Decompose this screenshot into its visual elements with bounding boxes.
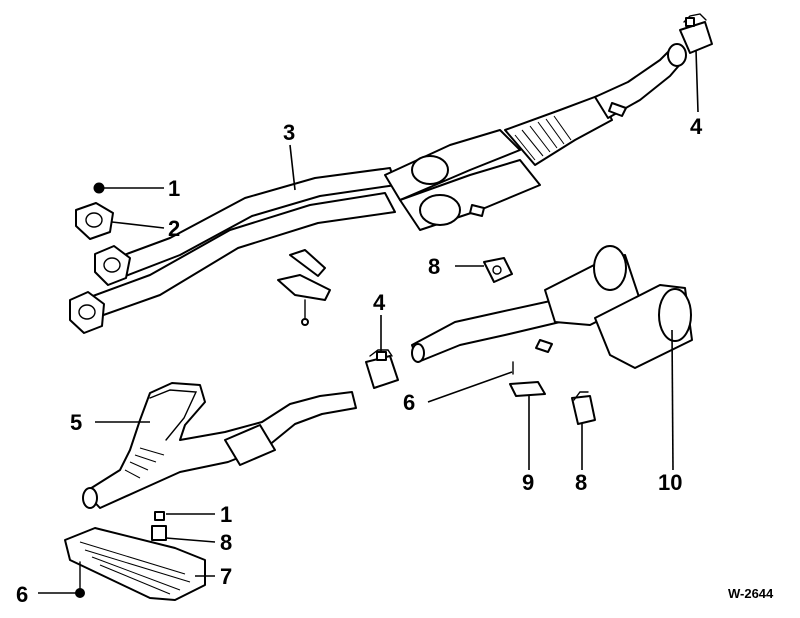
callout-1-top: 1 xyxy=(168,176,180,201)
gasket-part-2 xyxy=(75,202,114,240)
callout-3: 3 xyxy=(283,120,295,145)
callout-2: 2 xyxy=(168,216,180,241)
callout-8-right: 8 xyxy=(575,470,587,495)
callout-6-bottom: 6 xyxy=(16,582,28,607)
callout-labels: 1 2 3 4 8 4 6 5 9 8 10 1 8 7 6 W-2644 xyxy=(16,114,774,607)
callout-4-top: 4 xyxy=(690,114,703,139)
bolt-part-6-bottom xyxy=(75,561,85,598)
heat-shield-part-7 xyxy=(64,527,206,601)
callout-4-middle: 4 xyxy=(373,290,386,315)
callout-10: 10 xyxy=(658,470,682,495)
callout-9: 9 xyxy=(522,470,534,495)
callout-8-lower: 8 xyxy=(220,530,232,555)
hanger-part-8-right xyxy=(571,391,596,425)
leader-lines xyxy=(38,49,699,594)
callout-8-upper: 8 xyxy=(428,254,440,279)
clamp-part-4-top xyxy=(679,13,713,54)
nut-part-1-top xyxy=(93,182,105,194)
callout-5: 5 xyxy=(70,410,82,435)
bracket-part-9 xyxy=(509,381,546,397)
rear-muffler-part-10 xyxy=(411,245,693,369)
rubber-mount-part-8-lower xyxy=(151,525,167,541)
nut-part-1-bottom xyxy=(154,511,165,521)
front-exhaust-pipe-part-3 xyxy=(69,43,687,334)
y-pipe-part-5 xyxy=(82,382,357,509)
callout-1-bottom: 1 xyxy=(220,502,232,527)
rubber-mount-part-8-upper xyxy=(483,257,513,283)
callout-6-middle: 6 xyxy=(403,390,415,415)
hanger-bracket-assembly xyxy=(277,249,331,326)
diagram-code: W-2644 xyxy=(728,586,774,601)
clamp-part-4-middle xyxy=(365,349,399,389)
callout-7: 7 xyxy=(220,564,232,589)
